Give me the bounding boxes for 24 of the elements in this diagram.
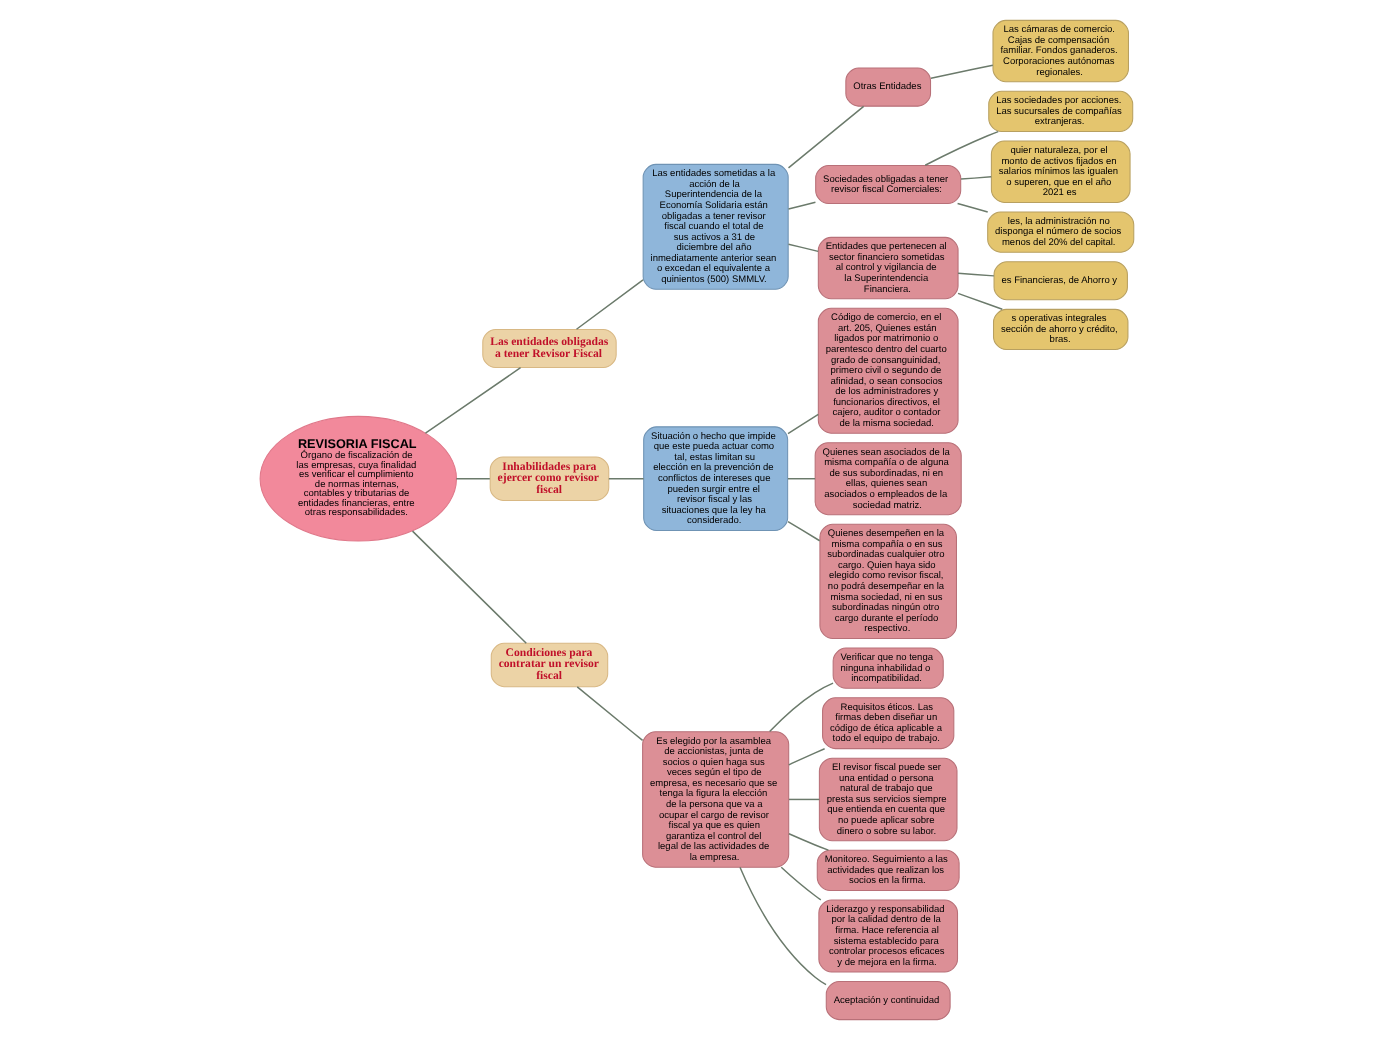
connector — [787, 798, 820, 801]
connector — [786, 478, 815, 480]
connector — [423, 366, 521, 434]
connector — [454, 478, 490, 480]
connector — [959, 176, 991, 180]
connector — [787, 833, 829, 851]
connector — [923, 130, 998, 166]
connector — [767, 682, 833, 733]
connector — [574, 279, 643, 330]
connector — [929, 64, 993, 79]
connector — [786, 413, 819, 435]
connector — [575, 686, 643, 742]
connector — [786, 105, 864, 169]
connector — [738, 866, 826, 986]
connector — [956, 292, 1003, 311]
connector — [779, 866, 821, 901]
connector — [786, 201, 816, 210]
connector — [786, 243, 818, 253]
connector — [410, 530, 526, 644]
connector — [787, 748, 825, 766]
connector — [786, 520, 820, 542]
connector — [607, 478, 644, 480]
connector — [955, 202, 988, 213]
connector — [956, 272, 994, 277]
